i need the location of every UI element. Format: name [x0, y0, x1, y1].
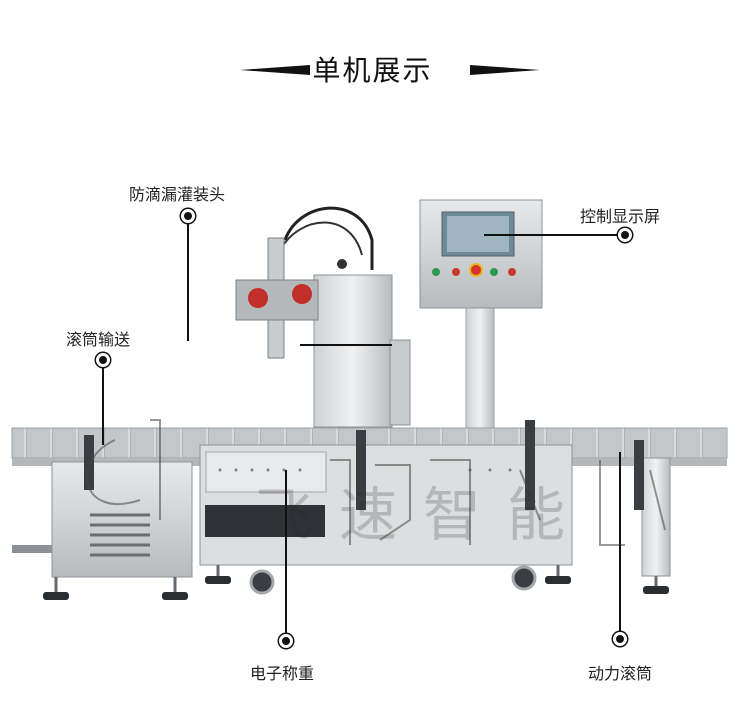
callout-marker-roller-conveyor [96, 353, 110, 367]
right-arrow-icon [470, 65, 540, 75]
callout-line-drip-nozzle [187, 223, 189, 341]
section-header: 单机展示 [0, 45, 745, 89]
callout-pointer-nozzle [300, 344, 392, 346]
left-arrow-icon [240, 65, 310, 75]
callout-line-roller-conveyor [102, 367, 104, 445]
callout-marker-control-screen [618, 228, 632, 242]
callout-label-drip-nozzle: 防滴漏灌装头 [129, 185, 226, 204]
callout-label-control-screen: 控制显示屏 [580, 207, 661, 226]
callout-label-electronic-scale: 电子称重 [250, 664, 315, 683]
callout-marker-powered-roller [613, 632, 627, 646]
page-title: 单机展示 [312, 54, 433, 87]
callout-line-powered-roller [619, 452, 621, 632]
watermark-text: 飞速智能 [255, 481, 592, 549]
callout-label-powered-roller: 动力滚筒 [588, 664, 653, 683]
callout-marker-electronic-scale [279, 634, 293, 648]
callout-marker-drip-nozzle [181, 209, 195, 223]
callout-line-control-screen [484, 234, 618, 236]
callout-line-electronic-scale [285, 470, 287, 634]
callout-label-roller-conveyor: 滚筒输送 [66, 330, 131, 349]
